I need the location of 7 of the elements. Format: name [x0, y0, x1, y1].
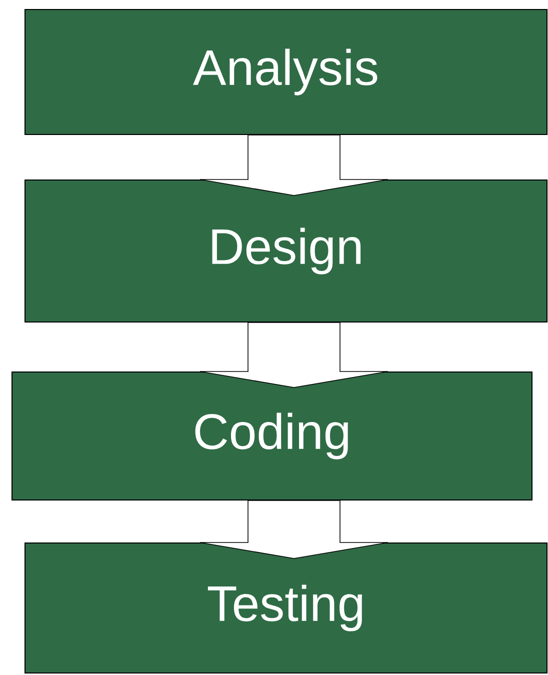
- process-box: Testing: [24, 542, 548, 674]
- process-box: Coding: [12, 372, 532, 500]
- block-arrow: [200, 500, 388, 559]
- block-arrow: [200, 322, 388, 388]
- process-box: Design: [24, 180, 548, 322]
- process-box: Analysis: [24, 9, 548, 135]
- block-arrow: [200, 134, 388, 196]
